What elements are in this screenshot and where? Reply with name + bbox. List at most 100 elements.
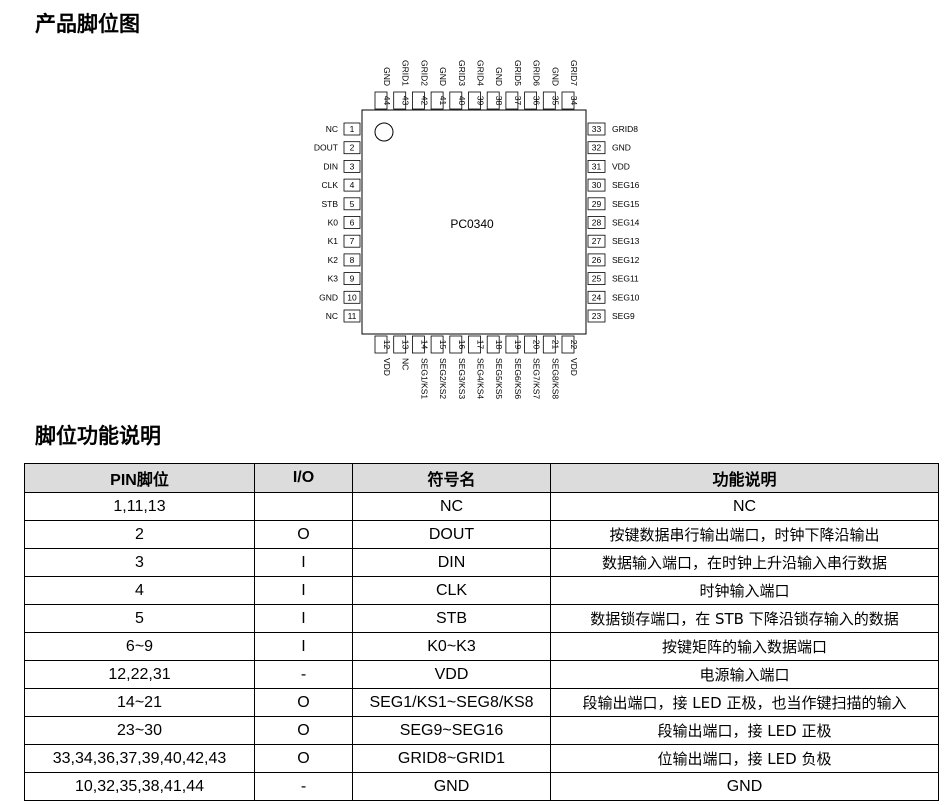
pin-box-right <box>587 141 606 155</box>
pin-box-top <box>374 91 388 110</box>
header-pin: PIN脚位 <box>24 463 255 493</box>
pin-label: GRID7 <box>569 60 579 86</box>
pin-number: 41 <box>438 96 448 106</box>
pin-number: 18 <box>494 340 504 350</box>
cell-io: O <box>254 520 353 549</box>
pin-label: SEG12 <box>612 255 640 265</box>
pin-box-right <box>587 309 606 323</box>
cell-symbol: NC <box>352 492 551 521</box>
table-header-row: PIN脚位 I/O 符号名 功能说明 <box>24 463 939 493</box>
pin-box-bottom <box>411 335 425 354</box>
pin-box-left <box>343 216 361 229</box>
pin-box-right <box>587 216 606 229</box>
pin-number: 21 <box>550 340 560 350</box>
pin-box-left <box>343 159 361 173</box>
cell-pin: 6~9 <box>24 632 255 661</box>
cell-pin: 1,11,13 <box>24 492 255 521</box>
pin-box-bottom <box>542 335 556 354</box>
pin-box-left <box>343 290 361 304</box>
cell-symbol: CLK <box>352 576 551 605</box>
cell-symbol: DIN <box>352 548 551 577</box>
pin-box-bottom <box>449 335 463 354</box>
pin-label: NC <box>326 311 338 321</box>
pin-number: 2 <box>350 143 355 153</box>
pin-box-top <box>486 91 500 110</box>
pin-box-bottom <box>374 335 388 354</box>
pin-label: SEG6/KS6 <box>513 358 523 399</box>
pin-number: 39 <box>476 96 486 106</box>
pin-number: 23 <box>592 311 602 321</box>
cell-pin: 5 <box>24 604 255 633</box>
pin-label: GRID1 <box>401 60 411 86</box>
pin-number: 5 <box>350 199 355 209</box>
pin-label: VDD <box>382 358 392 376</box>
cell-pin: 14~21 <box>24 688 255 717</box>
pin-number: 29 <box>592 199 602 209</box>
cell-symbol: K0~K3 <box>352 632 551 661</box>
pin-number: 35 <box>550 96 560 106</box>
pin-box-bottom <box>393 335 407 354</box>
pin-number: 38 <box>494 96 504 106</box>
pin-label: GRID5 <box>513 60 523 86</box>
pin-box-right <box>587 122 606 136</box>
cell-pin: 10,32,35,38,41,44 <box>24 772 255 801</box>
pin-box-left <box>343 253 361 267</box>
header-symbol: 符号名 <box>352 463 551 493</box>
header-function: 功能说明 <box>550 463 939 493</box>
cell-io: I <box>254 548 353 577</box>
cell-function: GND <box>550 772 939 801</box>
cell-function: 按键矩阵的输入数据端口 <box>550 632 939 661</box>
pin-box-left <box>343 141 361 155</box>
pin-box-right <box>587 234 606 248</box>
pin-function-heading: 脚位功能说明 <box>35 424 161 448</box>
pin-label: SEG11 <box>612 274 639 284</box>
pin-number: 25 <box>592 274 602 284</box>
pin-label: DIN <box>323 161 338 171</box>
pin-number: 17 <box>476 340 486 350</box>
pin-number: 9 <box>350 274 355 284</box>
pin-number: 22 <box>569 340 579 350</box>
pin-number: 40 <box>457 96 467 106</box>
cell-function: 时钟输入端口 <box>550 576 939 605</box>
pin-number: 37 <box>513 96 523 106</box>
pin-box-bottom <box>468 335 481 354</box>
chip-name: PC0340 <box>450 217 494 231</box>
pin-label: VDD <box>612 161 630 171</box>
pin-number: 24 <box>592 292 602 302</box>
cell-pin: 23~30 <box>24 716 255 745</box>
cell-function: 段输出端口，接 LED 正极，也当作键扫描的输入 <box>550 688 939 717</box>
cell-io: - <box>254 772 353 801</box>
pin1-marker <box>374 122 394 142</box>
pin-label: GND <box>382 67 392 86</box>
header-io: I/O <box>254 463 353 493</box>
pin-number: 30 <box>592 180 602 190</box>
pin-number: 26 <box>592 255 602 265</box>
pin-label: SEG16 <box>612 180 640 190</box>
pin-label: SEG10 <box>612 292 640 302</box>
cell-function: 段输出端口，接 LED 正极 <box>550 716 939 745</box>
pin-label: GRID4 <box>476 60 486 86</box>
pin-label: SEG4/KS4 <box>476 358 486 399</box>
pin-number: 13 <box>401 340 411 350</box>
pin-number: 28 <box>592 218 602 228</box>
pin-number: 1 <box>350 124 355 134</box>
pin-box-top <box>524 91 537 110</box>
pin-label: NC <box>326 124 338 134</box>
bottom-pin-group: 12VDD13NC14SEG1/KS115SEG2/KS216SEG3/KS31… <box>374 335 579 399</box>
pin-label: DOUT <box>314 143 338 153</box>
cell-io: I <box>254 632 353 661</box>
pin-number: 3 <box>350 161 355 171</box>
pin-box-left <box>343 272 361 286</box>
pin-box-left <box>343 122 361 136</box>
pin-number: 34 <box>569 96 579 106</box>
pin-box-top <box>430 91 444 110</box>
pin-label: GRID3 <box>457 60 467 86</box>
